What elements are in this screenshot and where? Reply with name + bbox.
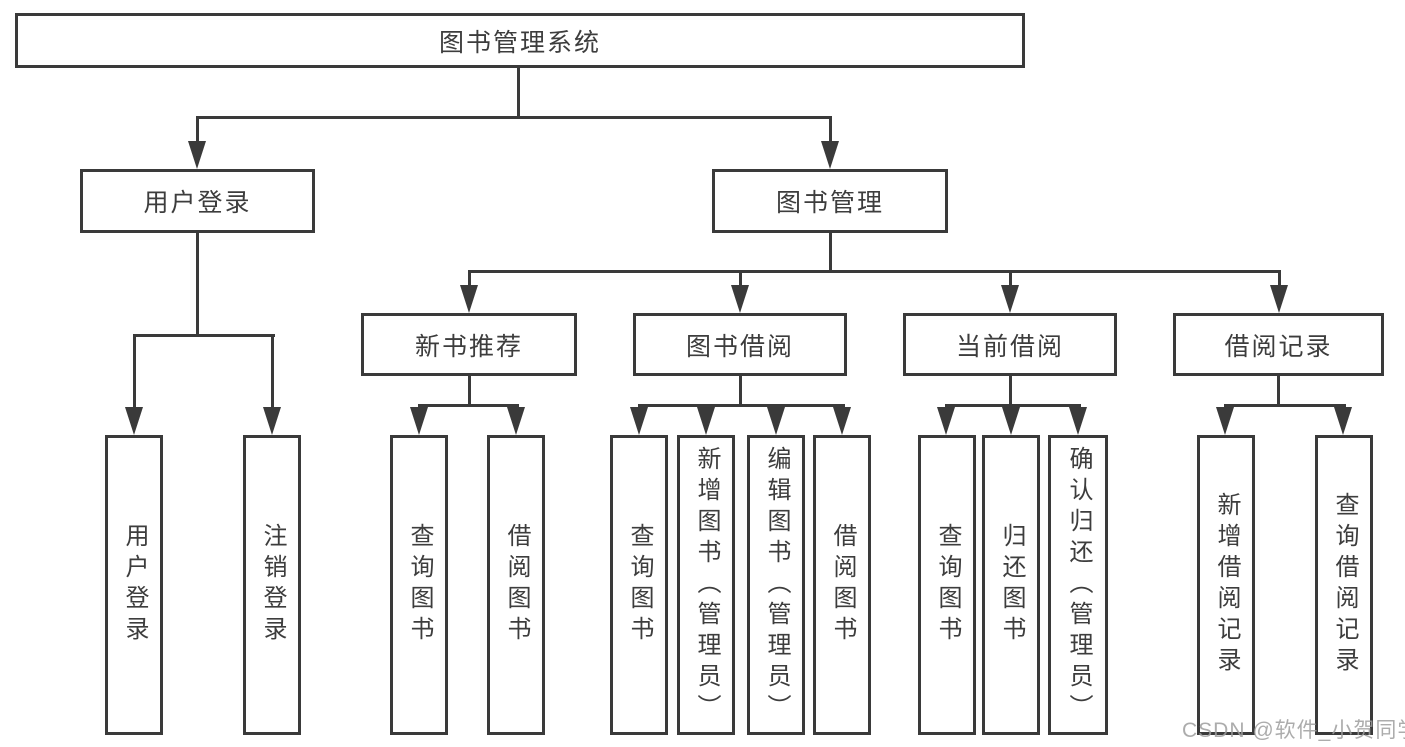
csdn-watermark: CSDN @软件_小贺同学 [1182, 719, 1405, 742]
node-book-management: 图书管理 [712, 169, 948, 233]
leaf-bb-query-books: 查询图书 [610, 435, 668, 735]
arrow-down-icon [188, 141, 206, 169]
connector-book-mgmt-stub [829, 231, 832, 273]
arrow-down-icon [821, 141, 839, 169]
arrow-down-icon [1069, 407, 1087, 435]
connector-current-borrow-stub [1009, 374, 1012, 407]
leaf-cb-confirm-return-admin: 确认归还（管理员） [1048, 435, 1108, 735]
arrow-down-icon [125, 407, 143, 435]
leaf-cb-query-books: 查询图书 [918, 435, 976, 735]
arrow-down-icon [1270, 285, 1288, 313]
connector-level2-rail [196, 116, 832, 119]
connector-user-login-rail [133, 334, 275, 337]
arrow-down-icon [630, 407, 648, 435]
leaf-cb-return-books: 归还图书 [982, 435, 1040, 735]
node-current-borrowing: 当前借阅 [903, 313, 1117, 376]
connector-root-stub [517, 66, 520, 118]
node-library-system: 图书管理系统 [15, 13, 1025, 68]
leaf-user-login: 用户登录 [105, 435, 163, 735]
arrow-down-icon [697, 407, 715, 435]
leaf-br-add-record: 新增借阅记录 [1197, 435, 1255, 735]
leaf-bb-borrow-books: 借阅图书 [813, 435, 871, 735]
arrow-down-icon [410, 407, 428, 435]
leaf-bb-add-books-admin: 新增图书（管理员） [677, 435, 735, 735]
connector-user-login-stub [196, 231, 199, 337]
connector-drop-new-rec [468, 270, 471, 288]
node-book-borrowing: 图书借阅 [633, 313, 847, 376]
connector-level3-rail [468, 270, 1281, 273]
connector-drop-book-mgmt [829, 116, 832, 148]
connector-drop-current-borrow [1009, 270, 1012, 288]
connector-book-borrow-rail [638, 404, 845, 407]
arrow-down-icon [1216, 407, 1234, 435]
leaf-bb-edit-books-admin: 编辑图书（管理员） [747, 435, 805, 735]
connector-borrow-records-rail [1224, 404, 1346, 407]
connector-book-borrow-stub [739, 374, 742, 407]
connector-current-borrow-rail [945, 404, 1081, 407]
arrow-down-icon [263, 407, 281, 435]
arrow-down-icon [767, 407, 785, 435]
connector-new-rec-stub [468, 374, 471, 407]
node-new-book-recommend: 新书推荐 [361, 313, 577, 376]
node-user-login: 用户登录 [80, 169, 315, 233]
connector-borrow-records-stub [1277, 374, 1280, 407]
arrow-down-icon [937, 407, 955, 435]
connector-drop-book-borrow [739, 270, 742, 288]
arrow-down-icon [833, 407, 851, 435]
leaf-logout: 注销登录 [243, 435, 301, 735]
leaf-rec-borrow-books: 借阅图书 [487, 435, 545, 735]
arrow-down-icon [1334, 407, 1352, 435]
connector-new-rec-rail [418, 404, 519, 407]
connector-drop-user-login [196, 116, 199, 148]
leaf-rec-query-books: 查询图书 [390, 435, 448, 735]
connector-drop-borrow-records [1278, 270, 1281, 288]
arrow-down-icon [1002, 407, 1020, 435]
node-borrowing-records: 借阅记录 [1173, 313, 1384, 376]
leaf-br-query-record: 查询借阅记录 [1315, 435, 1373, 735]
arrow-down-icon [1001, 285, 1019, 313]
connector-drop-leaf-login [133, 334, 136, 410]
arrow-down-icon [460, 285, 478, 313]
arrow-down-icon [507, 407, 525, 435]
arrow-down-icon [731, 285, 749, 313]
connector-drop-leaf-logout [271, 334, 274, 410]
